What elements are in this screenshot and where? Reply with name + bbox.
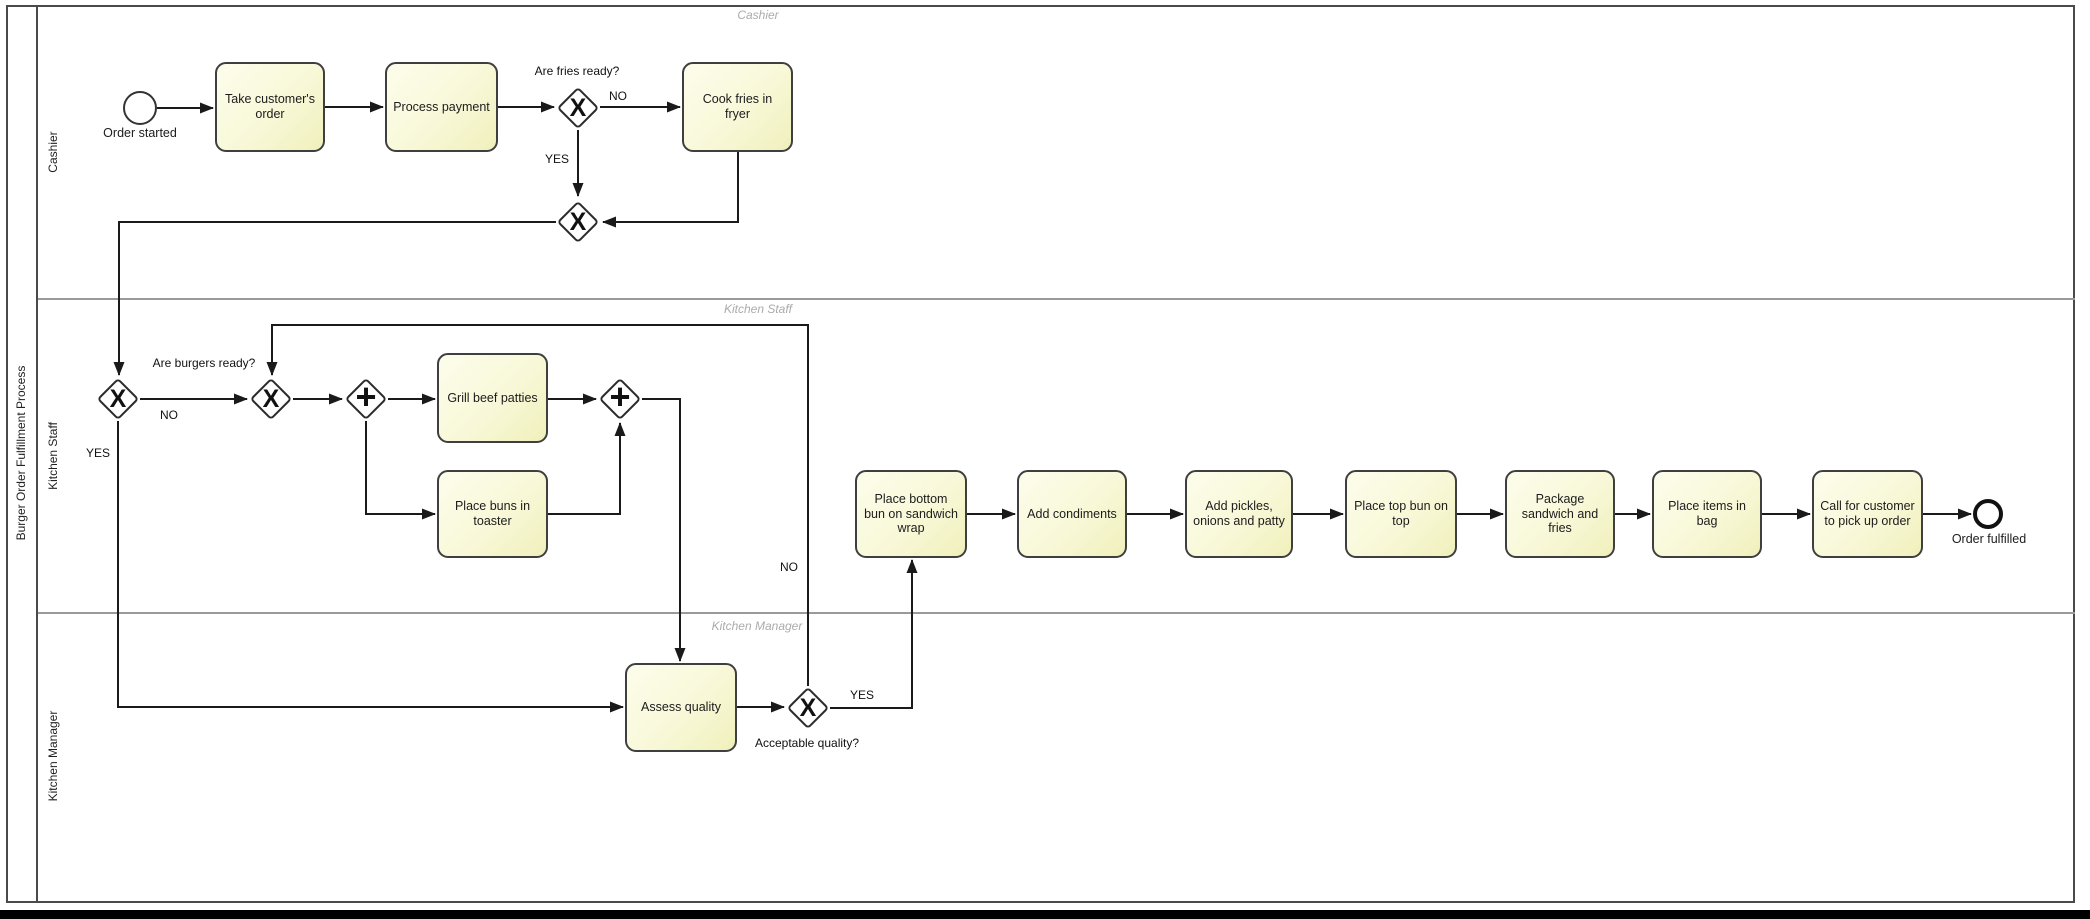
task-assess-quality[interactable]: Assess quality [625,663,737,752]
task-add-condiments[interactable]: Add condiments [1017,470,1127,558]
flow-cook-fries-to-merge [602,152,739,228]
task-cook-fries-in-fryer[interactable]: Cook fries in fryer [682,62,793,152]
gateway-burgers-ready[interactable]: X [96,377,140,421]
task-place-top-bun[interactable]: Place top bun on top [1345,470,1457,558]
flow-label-burgers-no: NO [160,408,178,422]
flow-quality-no-loopback [266,324,809,686]
task-place-buns-in-toaster[interactable]: Place buns in toaster [437,470,548,558]
task-grill-beef-patties[interactable]: Grill beef patties [437,353,548,443]
flow-label-fries-yes: YES [544,152,570,166]
task-place-items-in-bag[interactable]: Place items in bag [1652,470,1762,558]
flow-buns-to-join [548,422,626,515]
task-label: Place bottom bun on sandwich wrap [864,491,958,536]
flow-merge-to-burgers-gateway [113,221,556,376]
flow-join-to-assess [642,398,686,662]
start-event-label: Order started [103,126,177,140]
start-event-order-started[interactable] [123,91,157,125]
task-add-pickles-onions-patty[interactable]: Add pickles, onions and patty [1185,470,1293,558]
task-label: Add pickles, onions and patty [1193,499,1285,528]
pool-title-column-divider [36,5,38,903]
parallel-gateway-symbol: + [609,375,631,417]
flow-label-quality-yes: YES [849,688,875,702]
task-label: Grill beef patties [447,390,538,405]
end-event-order-fulfilled[interactable] [1973,499,2003,529]
task-label: Place top bun on top [1354,499,1448,528]
lane-header-cashier: Cashier [737,8,779,22]
flow-burgers-yes-to-assess [117,421,624,713]
gateway-acceptable-quality[interactable]: X [786,686,830,730]
task-label: Take customer's order [225,92,315,121]
task-label: Add condiments [1027,506,1117,521]
gateway-fries-ready[interactable]: X [556,86,600,130]
task-package-sandwich-fries[interactable]: Package sandwich and fries [1505,470,1615,558]
flow-quality-yes-to-bottom-bun [830,559,918,709]
lane-divider-kitchenstaff-kitchenmanager [38,612,2075,614]
gateway-parallel-join[interactable]: + [598,375,642,421]
parallel-gateway-symbol: + [355,375,377,417]
lane-divider-cashier-kitchenstaff [38,298,2075,300]
task-label: Call for customer to pick up order [1820,499,1915,528]
pool-border [6,5,2075,903]
xor-gateway-symbol: X [569,93,587,122]
end-event-label: Order fulfilled [1951,532,2027,546]
task-label: Assess quality [641,700,721,715]
task-call-for-customer[interactable]: Call for customer to pick up order [1812,470,1923,558]
gateway-burgers-merge[interactable]: X [249,377,293,421]
gateway-question-fries-ready: Are fries ready? [534,64,620,78]
lane-header-kitchen-manager: Kitchen Manager [711,619,803,633]
gateway-parallel-split[interactable]: + [344,375,388,421]
task-label: Place buns in toaster [454,499,531,528]
task-label: Place items in bag [1668,499,1746,528]
task-label: Cook fries in fryer [702,92,773,121]
xor-gateway-symbol: X [109,384,127,413]
task-process-payment[interactable]: Process payment [385,62,498,152]
gateway-fries-merge[interactable]: X [556,200,600,244]
flow-label-fries-no: NO [609,89,627,103]
xor-gateway-symbol: X [569,207,587,236]
task-label: Process payment [393,99,490,114]
flow-label-burgers-yes: YES [85,446,111,460]
bottom-black-bar [0,910,2090,919]
task-take-customers-order[interactable]: Take customer's order [215,62,325,152]
task-label: Package sandwich and fries [1521,491,1599,536]
flow-label-quality-no: NO [780,560,798,574]
task-place-bottom-bun[interactable]: Place bottom bun on sandwich wrap [855,470,967,558]
xor-gateway-symbol: X [799,693,817,722]
gateway-question-burgers-ready: Are burgers ready? [152,356,256,370]
flow-split-to-buns [365,421,436,520]
gateway-question-acceptable-quality: Acceptable quality? [754,736,860,750]
lane-header-kitchen-staff: Kitchen Staff [723,302,793,316]
xor-gateway-symbol: X [262,384,280,413]
